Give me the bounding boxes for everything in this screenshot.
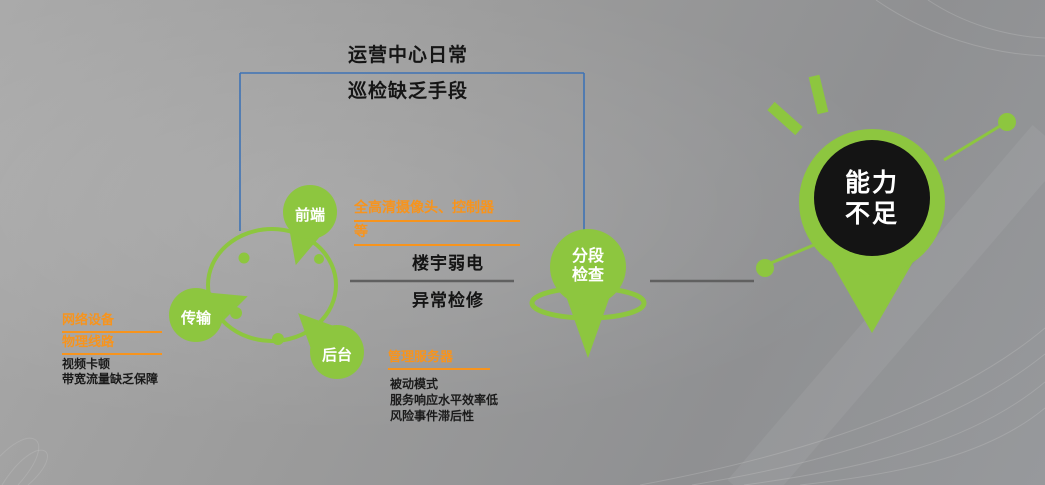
sparkle-dash xyxy=(767,101,803,136)
center-text-line2: 异常检修 xyxy=(412,291,484,310)
transmission-note-video: 视频卡顿 xyxy=(62,357,111,371)
sparkle-dash xyxy=(808,74,829,115)
ring-dot xyxy=(238,252,250,264)
center-text-line1: 楼宇弱电 xyxy=(412,254,484,273)
inspection-pin-label-line1: 分段 xyxy=(571,248,604,265)
transmission-pin-icon xyxy=(169,288,248,342)
inspection-pin-label: 分段 检查 xyxy=(552,247,624,285)
result-black-circle xyxy=(814,140,930,256)
connector-dot-right xyxy=(998,113,1016,131)
connector-dot-right-line xyxy=(943,124,1001,162)
transmission-note-bandwidth: 带宽流量缺乏保障 xyxy=(62,372,159,386)
transmission-pin-label: 传输 xyxy=(180,310,211,327)
backend-note-risk: 风险事件滞后性 xyxy=(390,409,475,423)
result-pin-label-line1: 能力 xyxy=(844,169,899,197)
transmission-tag-network: 网络设备 xyxy=(62,309,162,333)
front-pin-label: 前端 xyxy=(294,207,325,224)
backend-note-passive: 被动模式 xyxy=(390,377,439,391)
backend-pin-label: 后台 xyxy=(321,347,352,364)
transmission-tag-physical: 物理线路 xyxy=(62,331,162,355)
result-pin-icon xyxy=(799,129,945,333)
backend-note-response: 服务响应水平效率低 xyxy=(390,393,499,407)
ring-dot xyxy=(272,333,284,345)
backend-pin-icon xyxy=(298,313,364,379)
result-pin-label-line2: 不足 xyxy=(844,200,899,228)
connector-dot-left xyxy=(756,259,774,277)
result-pin-group xyxy=(756,74,1016,333)
front-desc-line2: 等 xyxy=(354,221,520,246)
result-pin-label: 能力 不足 xyxy=(820,168,924,230)
front-pin-icon xyxy=(283,185,337,266)
inspection-pin-icon xyxy=(529,229,647,358)
front-desc-line1: 全高清摄像头、控制器 xyxy=(354,197,520,222)
diagram-title-line2: 巡检缺乏手段 xyxy=(347,81,468,102)
backend-tag-server: 管理服务器 xyxy=(388,346,490,370)
light-streak xyxy=(727,125,1045,485)
inspection-pin-label-line2: 检查 xyxy=(571,267,604,284)
title-bracket xyxy=(239,72,585,233)
ring-dot xyxy=(314,254,324,264)
diagram-title-line1: 运营中心日常 xyxy=(347,45,468,66)
